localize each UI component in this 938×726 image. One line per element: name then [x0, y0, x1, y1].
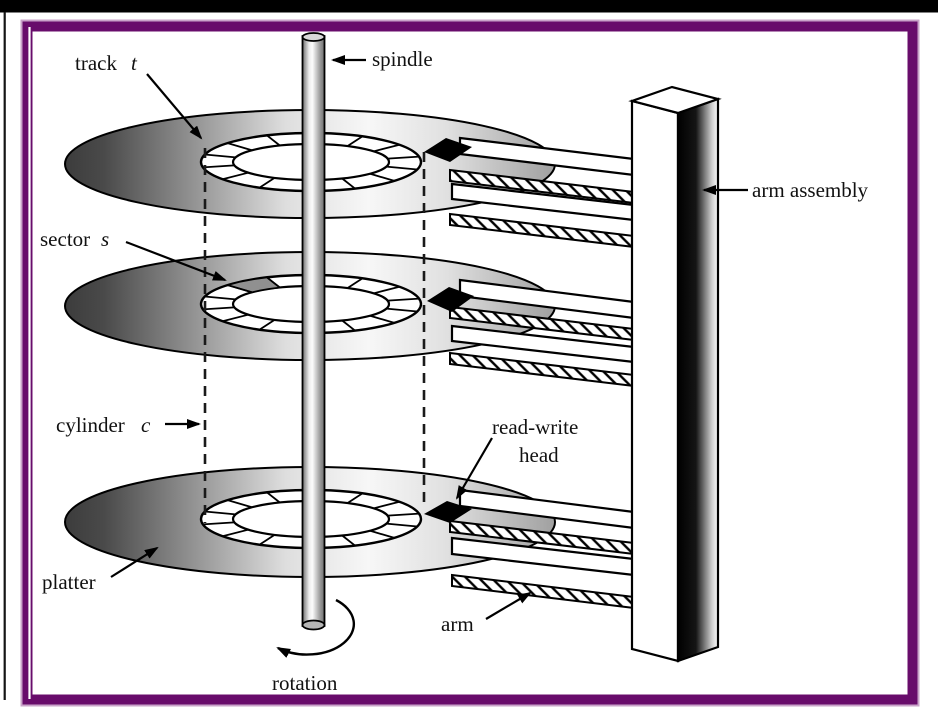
read-write-head-middle	[427, 287, 474, 312]
cylinder-label: cylinder	[56, 413, 125, 437]
sector-arrow	[125, 240, 227, 282]
frame-border	[22, 21, 918, 705]
arm-assembly-side-face	[676, 97, 720, 663]
spindle-label: spindle	[372, 47, 433, 71]
rotation-label: rotation	[272, 671, 338, 695]
platter-arrow	[110, 546, 159, 578]
spindle-rod	[301, 32, 326, 631]
read-write-label-line2: head	[519, 443, 559, 467]
arm-label: arm	[441, 612, 474, 636]
arm-assembly-top-face	[628, 85, 722, 115]
cylinder-var-label: c	[141, 413, 151, 437]
sector-var-label: s	[101, 227, 109, 251]
read-write-head-arrow	[455, 437, 493, 500]
spindle-shaft	[301, 35, 326, 627]
arm-assembly-block	[628, 85, 722, 663]
track-arrow	[146, 73, 203, 140]
read-write-head-bottom	[424, 501, 472, 523]
track-var-label: t	[131, 51, 138, 75]
read-write-head-top	[424, 138, 472, 162]
spindle-top-cap	[301, 32, 326, 42]
rotation-arrow	[276, 598, 355, 658]
sector-label: sector	[40, 227, 90, 251]
arm-arrow	[485, 591, 532, 620]
top-black-bar	[0, 0, 938, 13]
track-label: track	[75, 51, 117, 75]
disk-diagram: track t spindle sector s cylinder c plat…	[40, 32, 869, 695]
arm-assembly-label: arm assembly	[752, 178, 869, 202]
platter-label: platter	[42, 570, 96, 594]
arm-assembly-front-face	[630, 99, 680, 663]
left-edge-line	[3, 12, 6, 700]
read-write-label-line1: read-write	[492, 415, 578, 439]
frame-halo	[20, 19, 920, 707]
spindle-bottom-cap	[301, 619, 326, 631]
